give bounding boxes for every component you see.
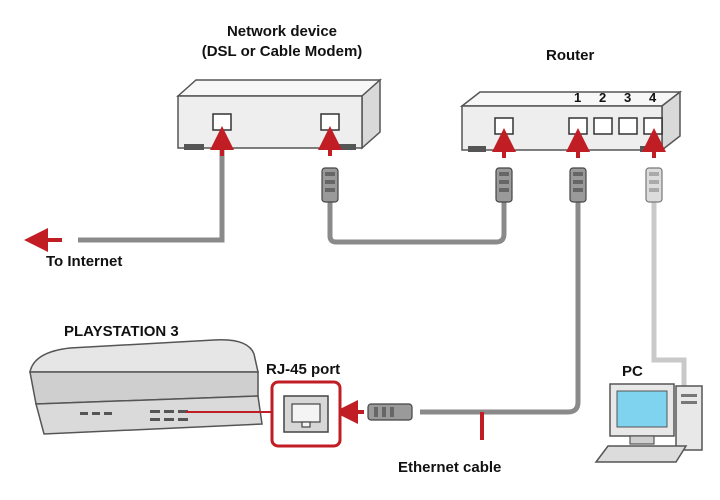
plug-router-wan xyxy=(495,167,513,203)
router-icon xyxy=(459,90,683,152)
ethernet-cable-label: Ethernet cable xyxy=(398,459,502,476)
router-port-3 xyxy=(618,117,638,135)
network-device-label-line1: Network device xyxy=(226,23,338,40)
modem-port-2 xyxy=(320,113,340,131)
router-pc-cable xyxy=(651,200,687,392)
network-device-label: Network device (DSL or Cable Modem) xyxy=(168,22,396,63)
plug-ps3 xyxy=(367,403,413,421)
router-port-1 xyxy=(568,117,588,135)
plug-modem-router xyxy=(321,167,339,203)
router-ps3-cable xyxy=(420,200,581,415)
modem-port-1 xyxy=(212,113,232,131)
rj45-port-label: RJ-45 port xyxy=(266,361,341,378)
cables xyxy=(78,148,687,415)
playstation-label: PLAYSTATION 3 xyxy=(64,323,179,340)
modem-router-cable xyxy=(327,200,507,245)
router-wan-port xyxy=(494,117,514,135)
pc-icon xyxy=(594,383,703,463)
router-label: Router xyxy=(546,47,595,64)
router-port-number-3: 3 xyxy=(624,90,632,105)
modem-icon xyxy=(176,78,382,150)
rj45-port-icon xyxy=(270,380,342,448)
playstation-icon xyxy=(29,339,276,435)
to-internet-label: To Internet xyxy=(46,253,123,270)
router-port-2 xyxy=(593,117,613,135)
router-port-number-1: 1 xyxy=(574,90,582,105)
internet-cable xyxy=(78,148,225,243)
plugs xyxy=(321,167,663,421)
router-port-number-4: 4 xyxy=(649,90,657,105)
router-port-number-2: 2 xyxy=(599,90,607,105)
plug-router-port4 xyxy=(645,167,663,203)
network-device-label-line2: (DSL or Cable Modem) xyxy=(201,43,363,61)
plug-router-port1 xyxy=(569,167,587,203)
pc-label: PC xyxy=(622,363,643,380)
arrow-icon xyxy=(24,126,666,440)
router-port-4 xyxy=(643,117,663,135)
